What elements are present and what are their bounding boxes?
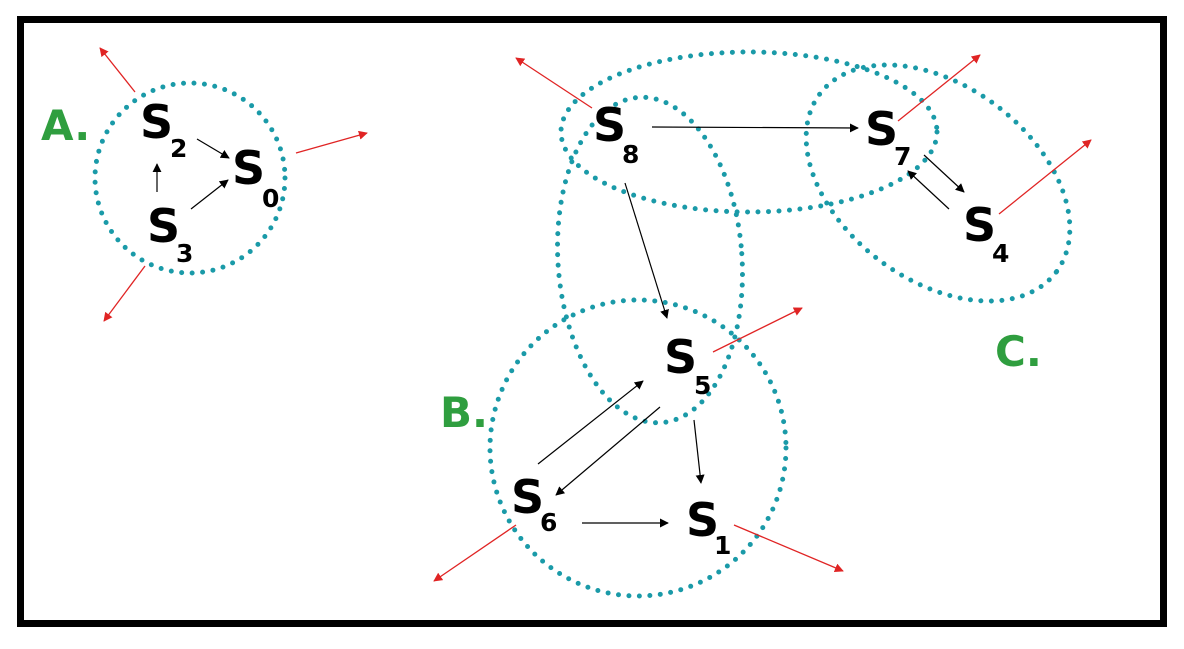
exit-arrow-s3	[103, 265, 146, 322]
exit-arrow-s1	[733, 524, 844, 572]
state-s2: S 2	[140, 95, 187, 163]
transition-s2-s0	[196, 138, 230, 159]
exit-arrow-s4	[998, 139, 1092, 215]
state-s8: S 8	[593, 98, 639, 169]
state-s2-letter: S	[140, 95, 173, 149]
state-s3: S 3	[147, 199, 193, 268]
transition-s3-s0	[190, 179, 229, 210]
cluster-labels: A. B. C.	[41, 101, 1042, 437]
state-s0-letter: S	[232, 141, 265, 195]
state-s6: S 6	[511, 470, 557, 537]
state-s3-letter: S	[147, 199, 180, 253]
transition-s7-s4	[923, 154, 965, 193]
state-s2-index: 2	[170, 134, 187, 163]
exit-arrow-s6	[433, 524, 517, 582]
state-s6-letter: S	[511, 470, 544, 524]
state-s0: S 0	[232, 141, 279, 213]
state-s5-index: 5	[694, 371, 711, 400]
state-s8-letter: S	[593, 98, 626, 152]
cluster-a-label: A.	[41, 101, 90, 150]
state-s1: S 1	[686, 493, 731, 560]
state-s7-letter: S	[865, 102, 898, 156]
state-s4-index: 4	[992, 239, 1009, 268]
cluster-c-ring-right	[803, 62, 1073, 304]
state-s6-index: 6	[540, 508, 557, 537]
cluster-rings	[92, 49, 1073, 599]
cluster-b-ring-lower	[487, 297, 789, 599]
state-s5: S 5	[664, 330, 711, 400]
state-s4: S 4	[963, 198, 1009, 268]
state-s3-index: 3	[176, 239, 193, 268]
cluster-c-label: C.	[995, 327, 1042, 376]
transition-s6-s5	[537, 380, 644, 465]
state-s4-letter: S	[963, 198, 996, 252]
transition-s8-s5	[624, 182, 669, 319]
transition-s5-s6	[555, 406, 661, 496]
exit-arrows	[99, 47, 1092, 582]
state-nodes: S 0 S 1 S 2 S 3 S 4 S 5 S 6 S 7	[140, 95, 1009, 560]
state-s5-letter: S	[664, 330, 697, 384]
transition-arrows	[152, 123, 965, 528]
transition-s4-s7	[907, 170, 950, 210]
state-s0-index: 0	[262, 184, 279, 213]
cluster-b-ring-upper	[555, 94, 745, 426]
diagram-frame	[17, 16, 1167, 627]
cluster-c-ring-top	[558, 49, 940, 215]
state-s1-letter: S	[686, 493, 719, 547]
cluster-b-label: B.	[440, 388, 488, 437]
state-s8-index: 8	[622, 140, 639, 169]
transition-s8-s7	[651, 123, 859, 133]
state-s7: S 7	[865, 102, 911, 171]
cluster-a-ring	[92, 80, 288, 276]
exit-arrow-s5	[712, 307, 803, 353]
state-s1-index: 1	[714, 531, 731, 560]
transition-s5-s1	[693, 419, 705, 484]
exit-arrow-s8	[515, 57, 593, 109]
exit-arrow-s2	[99, 47, 136, 93]
exit-arrow-s0	[295, 130, 368, 154]
exit-arrow-s7	[897, 54, 981, 122]
state-s7-index: 7	[894, 142, 911, 171]
